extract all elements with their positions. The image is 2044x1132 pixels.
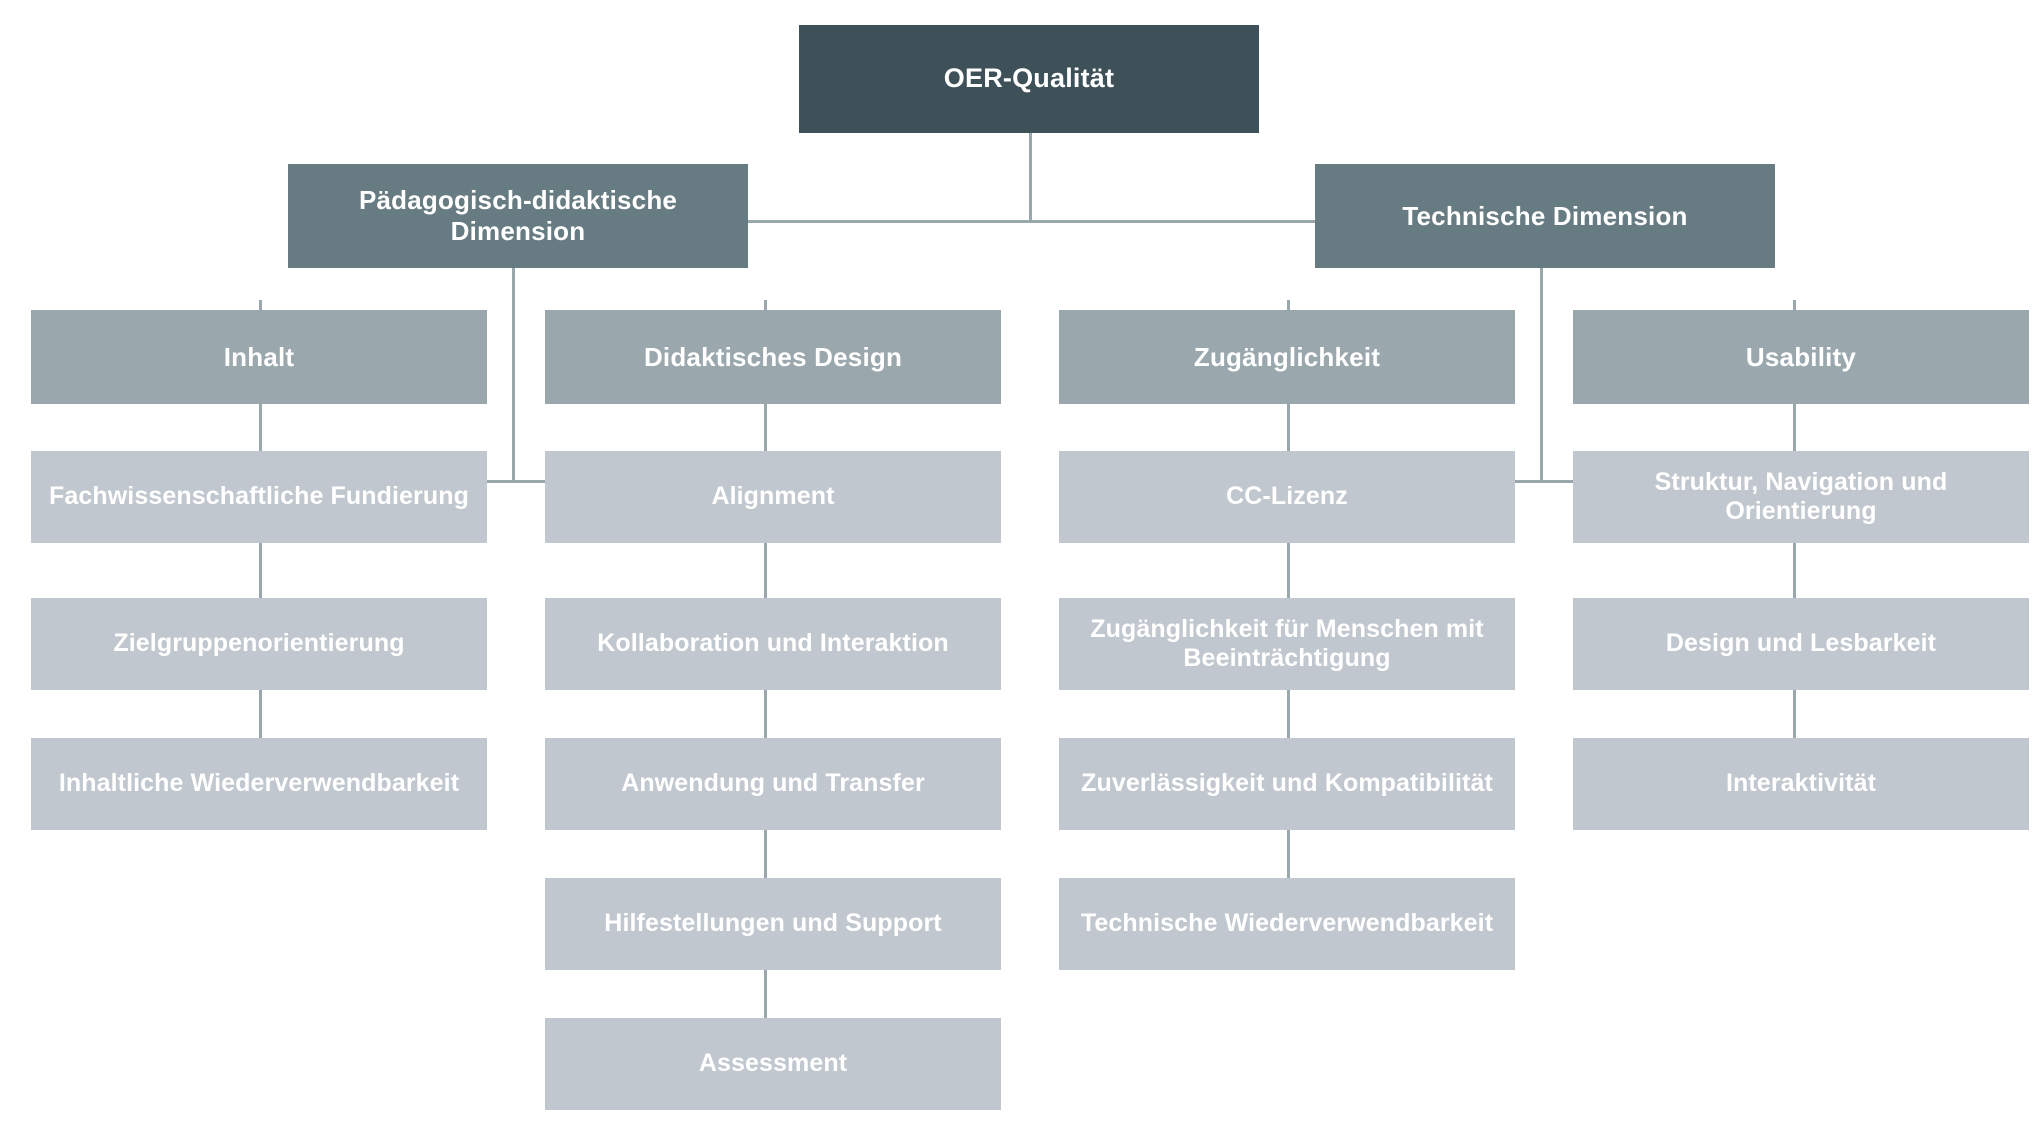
node-fachwissenschaftliche-fundierung[interactable]: Fachwissenschaftliche Fundierung: [31, 451, 487, 543]
connector-root-stem: [1029, 133, 1032, 221]
node-cc-lizenz[interactable]: CC-Lizenz: [1059, 451, 1515, 543]
node-technische-wiederverwendbarkeit[interactable]: Technische Wiederverwendbarkeit: [1059, 878, 1515, 970]
node-alignment[interactable]: Alignment: [545, 451, 1001, 543]
node-design-und-lesbarkeit[interactable]: Design und Lesbarkeit: [1573, 598, 2029, 690]
node-hilfestellungen-und-support[interactable]: Hilfestellungen und Support: [545, 878, 1001, 970]
node-anwendung-und-transfer[interactable]: Anwendung und Transfer: [545, 738, 1001, 830]
connector-root-bus: [513, 220, 1543, 223]
node-oer-qualitaet[interactable]: OER-Qualität: [799, 25, 1259, 133]
node-zugaenglichkeit[interactable]: Zugänglichkeit: [1059, 310, 1515, 404]
node-zuverlaessigkeit-und-kompatibilitaet[interactable]: Zuverlässigkeit und Kompatibilität: [1059, 738, 1515, 830]
node-usability[interactable]: Usability: [1573, 310, 2029, 404]
connector-technische-stem: [1540, 268, 1543, 482]
node-zielgruppenorientierung[interactable]: Zielgruppenorientierung: [31, 598, 487, 690]
node-struktur-navigation-und-orientierung[interactable]: Struktur, Navigation und Orientierung: [1573, 451, 2029, 543]
node-paedagogisch-didaktische-dimension[interactable]: Pädagogisch-didaktische Dimension: [288, 164, 748, 268]
node-kollaboration-und-interaktion[interactable]: Kollaboration und Interaktion: [545, 598, 1001, 690]
node-technische-dimension[interactable]: Technische Dimension: [1315, 164, 1775, 268]
node-interaktivitaet[interactable]: Interaktivität: [1573, 738, 2029, 830]
node-inhalt[interactable]: Inhalt: [31, 310, 487, 404]
node-didaktisches-design[interactable]: Didaktisches Design: [545, 310, 1001, 404]
connector-paedagogisch-stem: [512, 268, 515, 482]
node-inhaltliche-wiederverwendbarkeit[interactable]: Inhaltliche Wiederverwendbarkeit: [31, 738, 487, 830]
connector-paedagogisch-bus: [259, 480, 766, 483]
connector-technische-bus: [1287, 480, 1794, 483]
node-zugaenglichkeit-fuer-menschen-mit-beeintraechtigung[interactable]: Zugänglichkeit für Menschen mit Beeinträ…: [1059, 598, 1515, 690]
node-assessment[interactable]: Assessment: [545, 1018, 1001, 1110]
